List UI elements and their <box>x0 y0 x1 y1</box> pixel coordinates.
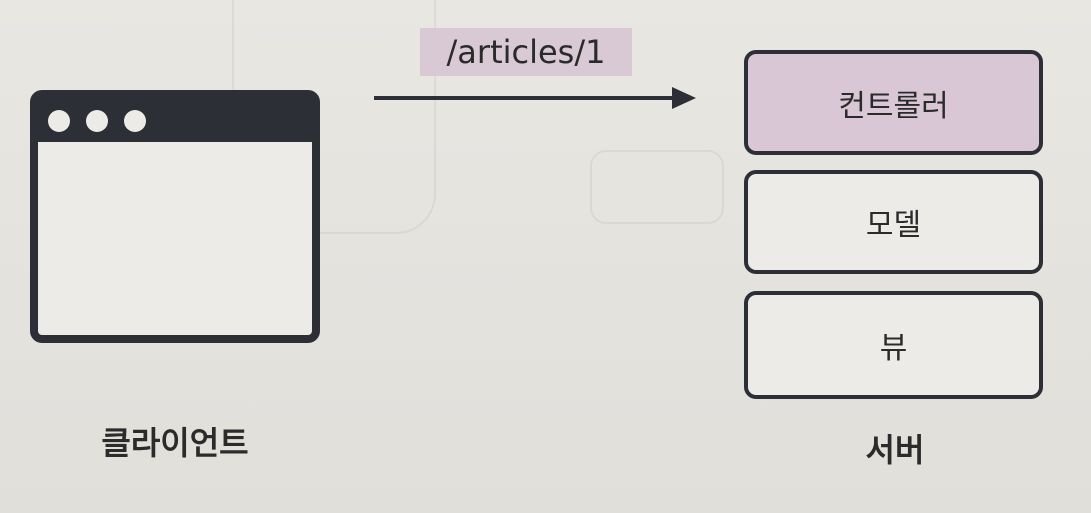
model-label: 모델 <box>865 208 922 243</box>
server-label: 서버 <box>865 431 925 469</box>
window-control-dot <box>86 110 108 132</box>
model-box: 모델 <box>744 170 1043 274</box>
controller-label: 컨트롤러 <box>838 88 949 124</box>
client-browser-window-icon <box>30 90 320 343</box>
request-arrow-icon <box>374 87 696 109</box>
window-control-dot <box>48 110 70 132</box>
browser-title-bar <box>38 98 312 142</box>
bleed-through-shape <box>590 150 724 224</box>
view-label: 뷰 <box>879 331 908 366</box>
controller-box: 컨트롤러 <box>744 50 1043 155</box>
window-control-dot <box>124 110 146 132</box>
view-box: 뷰 <box>744 291 1043 399</box>
client-label: 클라이언트 <box>101 424 249 462</box>
request-path-label: /articles/1 <box>420 28 632 76</box>
